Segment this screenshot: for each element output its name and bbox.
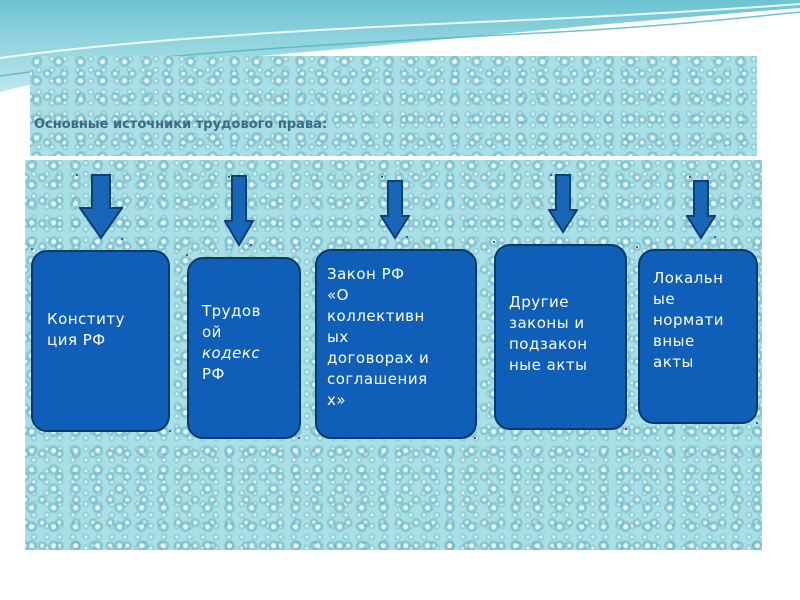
box-line: Другие bbox=[509, 293, 569, 311]
bullet-dot bbox=[228, 176, 230, 178]
bullet-dot bbox=[298, 437, 300, 439]
bullet-dot bbox=[186, 254, 188, 256]
down-arrow-icon bbox=[224, 175, 254, 247]
box-line: законы и bbox=[509, 314, 585, 332]
bullet-dot bbox=[31, 248, 33, 250]
box-line: акты bbox=[653, 353, 694, 371]
down-arrow-icon bbox=[686, 180, 716, 240]
box-line: ых bbox=[327, 328, 349, 346]
box-line: ой bbox=[202, 323, 222, 341]
box-line: Закон РФ bbox=[327, 265, 405, 283]
bullet-dot bbox=[76, 174, 78, 176]
bullet-dot bbox=[381, 176, 383, 178]
down-arrow-icon bbox=[79, 174, 123, 240]
box-line: х» bbox=[327, 391, 347, 409]
box-line: вные bbox=[653, 332, 695, 350]
source-box-local-acts: Локальн ые нормати вные акты bbox=[638, 249, 758, 424]
box-line: нормати bbox=[653, 311, 724, 329]
box-line: «О bbox=[327, 286, 349, 304]
box-line: Трудов bbox=[202, 302, 261, 320]
box-line: коллективн bbox=[327, 307, 425, 325]
bullet-dot bbox=[625, 428, 627, 430]
bullet-dot bbox=[121, 238, 123, 240]
box-line: ция РФ bbox=[47, 331, 106, 349]
box-line: Конститу bbox=[47, 310, 125, 328]
bullet-dot bbox=[250, 244, 252, 246]
title-band bbox=[30, 56, 757, 156]
box-line: кодекс bbox=[202, 344, 261, 362]
bullet-dot bbox=[474, 437, 476, 439]
box-line: подзакон bbox=[509, 335, 588, 353]
bullet-dot bbox=[550, 174, 552, 176]
bullet-dot bbox=[636, 246, 638, 248]
bullet-dot bbox=[689, 176, 691, 178]
down-arrow-icon bbox=[380, 180, 410, 240]
box-line: договорах и bbox=[327, 349, 430, 367]
box-line: Локальн bbox=[653, 269, 724, 287]
down-arrow-icon bbox=[548, 174, 578, 234]
bullet-dot bbox=[169, 430, 171, 432]
box-line: ые bbox=[653, 290, 676, 308]
bullet-dot bbox=[493, 241, 495, 243]
box-line: соглашения bbox=[327, 370, 428, 388]
box-line: ные акты bbox=[509, 356, 588, 374]
bullet-dot bbox=[714, 236, 716, 238]
source-box-collective-agreements-law: Закон РФ «О коллективн ых договорах и со… bbox=[315, 249, 477, 439]
bullet-dot bbox=[406, 236, 408, 238]
box-line: РФ bbox=[202, 365, 225, 383]
source-box-other-laws: Другие законы и подзакон ные акты bbox=[494, 244, 627, 430]
bullet-dot bbox=[756, 422, 758, 424]
source-box-constitution: Конститу ция РФ bbox=[31, 250, 170, 432]
source-box-labor-code: Трудов ой кодекс РФ bbox=[187, 257, 301, 439]
slide-title: Основные источники трудового права: bbox=[34, 117, 328, 132]
